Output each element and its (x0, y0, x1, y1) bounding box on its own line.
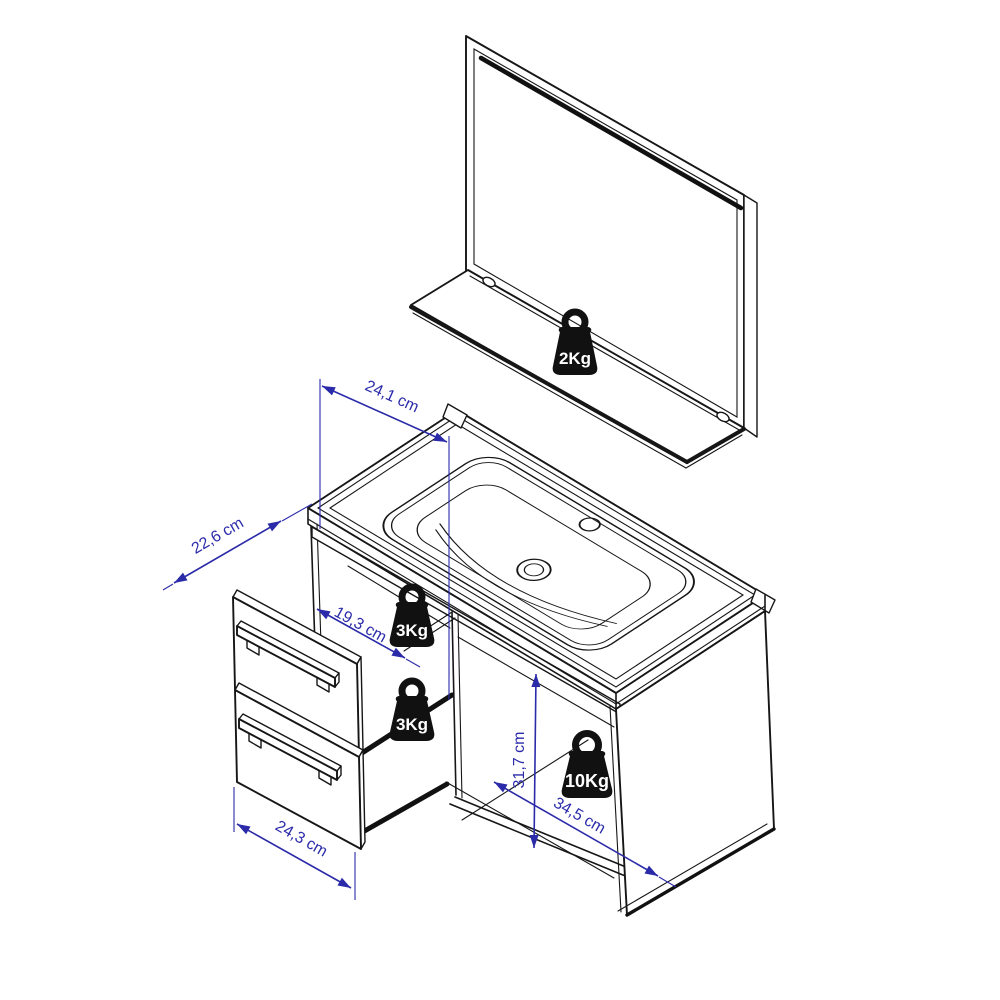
witness-line (405, 658, 421, 668)
partition-front-edge (451, 611, 457, 796)
drawer-handle-bottom (238, 713, 342, 786)
drain-icon (516, 558, 552, 581)
basin-front-curve (439, 523, 617, 624)
dimension-label: 19,3 cm (331, 604, 389, 646)
counter-band-left (307, 507, 617, 710)
weight-3kg-top-label: 3Kg (396, 621, 428, 640)
mirror-assembly: 2Kg (409, 35, 758, 469)
partition-front-edge-inner (457, 614, 463, 799)
dimension-line (321, 385, 448, 443)
witness-line (162, 583, 174, 591)
basin-outer (382, 456, 695, 651)
drain-inner-icon (523, 563, 545, 577)
counter-band-inner (307, 518, 766, 705)
dimension-line (173, 520, 282, 584)
dimension-side-depth: 22,6 cm (162, 503, 313, 591)
mirror-frame-edge (743, 194, 758, 438)
handle-bar (238, 718, 338, 781)
sink-basin (382, 456, 695, 651)
mirror-shelf-back-line (469, 275, 742, 432)
weight-body-icon (389, 696, 435, 741)
witness-line (658, 876, 677, 888)
basin-front-curve-2 (435, 529, 608, 627)
compartment-floor-left-edge (461, 739, 589, 821)
shelf-peg-right (716, 411, 730, 423)
countertop (307, 403, 776, 710)
dimension-line (493, 781, 659, 877)
mirror-shelf-front-edge (409, 305, 689, 464)
drawer-handle-top (236, 620, 340, 693)
dimension-line (316, 608, 406, 659)
mirror-glass-shading (478, 55, 744, 211)
drawer-rail-bottom (358, 781, 450, 836)
drawer-front-top (232, 589, 364, 757)
mirror-shelf-right-edge (685, 427, 746, 464)
counter-corner-post-right (750, 588, 776, 614)
shelf-peg-left (482, 276, 496, 288)
dimension-label: 24,1 cm (362, 377, 421, 416)
mirror-shelf-under-line-2 (685, 434, 743, 469)
right-panel-bottom-inner (617, 823, 768, 912)
mirror-glass-edge (473, 48, 738, 418)
right-panel-bottom-edge (625, 827, 776, 917)
counter-rim-inner (328, 423, 745, 680)
dimension-label: 22,6 cm (189, 515, 247, 558)
witness-line (281, 503, 313, 522)
weight-2kg-label: 2Kg (559, 349, 591, 368)
weight-body-icon (552, 327, 598, 375)
weight-icon-10kg: 10Kg (561, 730, 613, 798)
weight-10kg-label: 10Kg (565, 771, 609, 791)
weight-3kg-bottom-label: 3Kg (396, 715, 428, 734)
dimension-line (529, 673, 541, 849)
mirror-shelf-under-line (412, 312, 687, 469)
counter-band-right (615, 594, 766, 710)
faucet-hole-icon (578, 517, 601, 532)
drawer-front-bottom (234, 682, 366, 850)
dimension-label: 31,7 cm (511, 732, 528, 789)
counter-rim-mid (316, 415, 757, 688)
basin-bowl (416, 484, 651, 630)
weight-icon-3kg-bottom: 3Kg (389, 677, 435, 741)
weight-icon-2kg: 2Kg (552, 308, 598, 375)
dimension-line (236, 823, 352, 889)
handle-bar (236, 625, 336, 688)
